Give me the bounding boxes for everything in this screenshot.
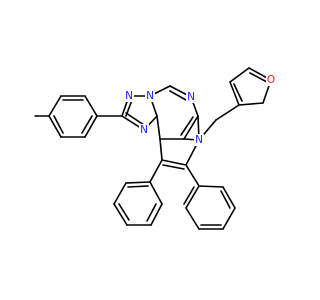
- oxygen-atom: O: [266, 74, 276, 86]
- bond: [229, 81, 240, 106]
- bond: [149, 181, 163, 205]
- molecule-structure: N N N N N O: [34, 67, 276, 230]
- nitrogen-atom: N: [145, 90, 155, 102]
- nitrogen-label: N: [146, 90, 154, 102]
- nitrogen-label: N: [140, 124, 148, 136]
- bond: [229, 67, 250, 83]
- bond: [125, 181, 151, 184]
- nitrogen-label: N: [195, 134, 203, 146]
- bond: [156, 115, 161, 140]
- nitrogen-label: N: [187, 91, 195, 103]
- bond: [159, 138, 163, 161]
- bond: [180, 116, 194, 136]
- bond: [48, 95, 62, 117]
- nitrogen-atom: N: [139, 124, 149, 136]
- bond: [222, 207, 236, 230]
- bond: [222, 186, 236, 209]
- bond: [169, 90, 187, 101]
- nitrogen-label: N: [125, 90, 133, 102]
- bond: [183, 186, 195, 205]
- bond: [238, 102, 264, 106]
- bond: [150, 203, 163, 226]
- bond: [233, 83, 243, 102]
- bond: [84, 95, 98, 117]
- bond: [146, 203, 157, 222]
- bond: [198, 185, 224, 188]
- bond: [48, 115, 62, 138]
- bond: [81, 115, 93, 134]
- atom-label-layer: N N N N N O: [124, 74, 276, 146]
- nitrogen-atom: N: [194, 134, 204, 146]
- bond: [215, 104, 240, 121]
- bond: [249, 72, 268, 83]
- bond: [118, 203, 130, 221]
- bond: [113, 203, 128, 226]
- bond: [185, 207, 200, 230]
- molecule-canvas: N N N N N O: [34, 67, 276, 230]
- bond: [161, 159, 187, 166]
- bond: [183, 115, 199, 140]
- bond: [125, 112, 145, 126]
- oxygen-label: O: [267, 74, 275, 86]
- bond: [53, 115, 64, 134]
- nitrogen-atom: N: [124, 90, 134, 102]
- bond: [185, 164, 200, 187]
- bond: [149, 159, 163, 183]
- nitrogen-atom: N: [186, 91, 196, 103]
- bond: [127, 185, 149, 188]
- bond: [220, 190, 231, 209]
- bond: [162, 164, 185, 170]
- bond: [113, 182, 127, 205]
- bond: [84, 115, 98, 138]
- bond: [185, 185, 200, 209]
